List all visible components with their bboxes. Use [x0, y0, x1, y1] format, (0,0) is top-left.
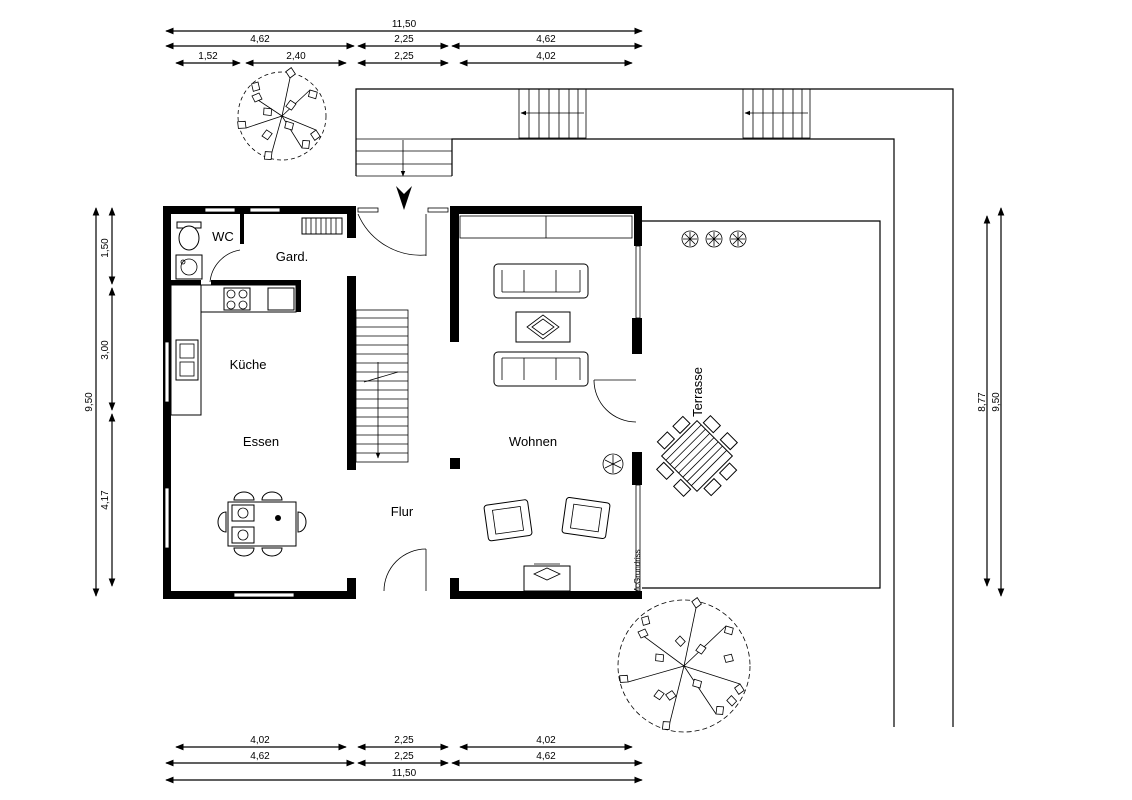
wc-fixtures: [175, 221, 203, 280]
dim-top-r2-c: 4,62: [536, 34, 556, 45]
living-furniture: [483, 263, 624, 592]
dim-bottom-total: 11,50: [392, 768, 417, 779]
room-label-flur: Flur: [391, 504, 414, 519]
dim-top-r2-a: 4,62: [250, 34, 270, 45]
dining-table: [217, 491, 307, 557]
room-label-kueche: Küche: [230, 357, 267, 372]
garden-steps: [518, 88, 811, 139]
dim-top-r2-b: 2,25: [394, 34, 414, 45]
doors: [209, 213, 637, 592]
room-label-essen: Essen: [243, 434, 279, 449]
room-label-wohnen: Wohnen: [509, 434, 557, 449]
watermark-text: McGrundriss: [633, 549, 642, 594]
dim-right-inner: 8,77: [977, 392, 988, 412]
room-label-terrasse: Terrasse: [690, 367, 705, 417]
site-outline: [355, 88, 954, 727]
dim-left-seg-b: 3,00: [100, 340, 111, 360]
tree-bottom: [617, 596, 751, 733]
dim-bottom-r1-c: 4,02: [536, 735, 556, 746]
dim-right-outer: 9,50: [991, 392, 1002, 412]
house-walls: [163, 206, 642, 599]
dim-left-seg-c: 4,17: [100, 490, 111, 510]
dim-top-r3-b: 2,40: [286, 51, 306, 62]
dimension-left: 9,50 1,50 3,00 4,17: [84, 207, 116, 597]
dim-left-seg-a: 1,50: [100, 238, 111, 258]
kitchen-counter: [170, 284, 297, 416]
dim-bottom-r2-b: 2,25: [394, 751, 414, 762]
dim-top-r3-a: 1,52: [198, 51, 218, 62]
dimension-top: 11,50 4,62 2,25 4,62 1,52 2,40 2,25 4,02: [165, 19, 643, 67]
room-label-gard: Gard.: [276, 249, 309, 264]
room-label-wc: WC: [212, 229, 234, 244]
dim-bottom-r1-a: 4,02: [250, 735, 270, 746]
terrace-furniture: [655, 230, 747, 498]
dimension-bottom: 4,02 2,25 4,02 4,62 2,25 4,62 11,50: [165, 735, 643, 784]
dim-bottom-r2-c: 4,62: [536, 751, 556, 762]
tree-top-left: [235, 66, 327, 163]
dim-top-r3-c: 2,25: [394, 51, 414, 62]
dim-top-r3-d: 4,02: [536, 51, 556, 62]
dim-bottom-r2-a: 4,62: [250, 751, 270, 762]
dim-top-total: 11,50: [392, 19, 417, 30]
staircase: [355, 309, 409, 463]
dim-bottom-r1-b: 2,25: [394, 735, 414, 746]
entrance-steps: [356, 138, 452, 210]
dimension-right: 8,77 9,50: [977, 207, 1005, 597]
coat-rack: [301, 217, 343, 235]
dim-left-total: 9,50: [84, 392, 95, 412]
